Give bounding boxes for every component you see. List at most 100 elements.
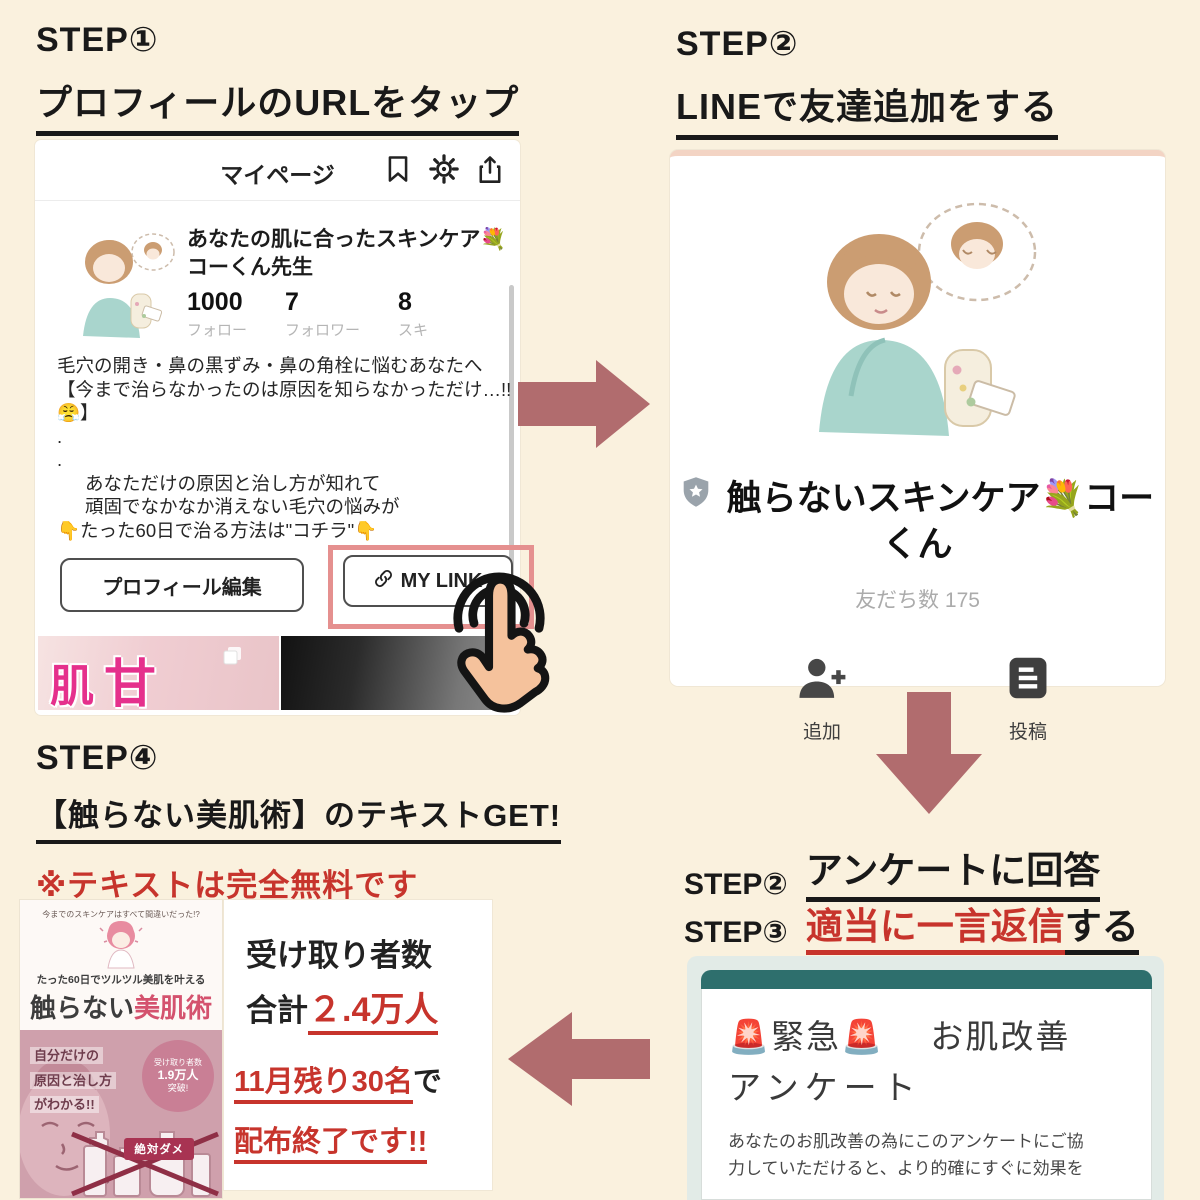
step2-title: LINEで友達追加をする [676, 78, 1059, 140]
scrollbar[interactable] [509, 285, 514, 585]
line-add-label: 追加 [802, 722, 841, 743]
profile-name-line1: あなたの肌に合ったスキンケア💐 [187, 228, 507, 251]
bio-line: . [57, 425, 63, 447]
bio-line: 頑固でなかなか消えない毛穴の悩みが [85, 496, 400, 517]
panel-line2-red: ２.4万人 [308, 991, 439, 1035]
profile-stats: 1000 フォロー 7 フォロワー 8 スキ [187, 288, 428, 340]
step3-title-red: 適当に一言返信 [805, 906, 1065, 955]
book-mini-illustration [96, 918, 146, 975]
stat-followers[interactable]: 7 フォロワー [285, 288, 360, 340]
step2-header: STEP② LINEで友達追加をする [676, 24, 1059, 140]
stat-follow-value: 1000 [187, 288, 243, 316]
step3-title-suffix: する [1064, 906, 1139, 955]
badge-line: 受け取り者数 [154, 1057, 202, 1067]
line-posts-button[interactable]: 投稿 [968, 654, 1088, 744]
profile-name: あなたの肌に合ったスキンケア💐 コーくん先生 [187, 226, 517, 283]
edit-profile-button[interactable]: プロフィール編集 [60, 558, 304, 612]
line-profile-name-text: 触らないスキンケア💐コーくん [726, 479, 1155, 564]
line-card: 触らないスキンケア💐コーくん 友だち数 175 追加 [670, 150, 1165, 743]
panel-line1: 受け取り者数 [246, 938, 432, 973]
stat-likes[interactable]: 8 スキ [398, 288, 428, 340]
step1-header: STEP① プロフィールのURLをタップ [36, 20, 520, 136]
step1-title: プロフィールのURLをタップ [36, 74, 520, 136]
person-add-icon [796, 654, 848, 707]
step2-label: STEP② [676, 25, 799, 63]
line-friends-count: 友だち数 175 [855, 589, 980, 612]
book-milestone-badge: 受け取り者数 1.9万人 突破! [142, 1040, 214, 1112]
stat-followers-label: フォロワー [285, 322, 361, 339]
stat-follow-label: フォロー [187, 322, 248, 339]
stat-followers-value: 7 [285, 288, 299, 316]
stacked-photos-icon [219, 644, 245, 675]
stat-likes-value: 8 [398, 288, 412, 316]
line-add-friend-button[interactable]: 追加 [762, 654, 882, 744]
book-title-pink: 美肌術 [134, 993, 213, 1023]
panel-line2: 合計２.4万人 [246, 982, 439, 1035]
survey-body-line2: 力していただけると、より的確にすぐに効果を [728, 1158, 1084, 1178]
step2b-label: STEP② [684, 868, 788, 901]
free-note: ※テキストは完全無料です [36, 868, 419, 903]
thumb-text: 甘 [104, 656, 157, 710]
line-posts-label: 投稿 [1008, 722, 1047, 743]
book-left-line: 自分だけの [30, 1047, 104, 1064]
step4-header: STEP④ 【触らない美肌術】のテキストGET! ※テキストは完全無料です [36, 738, 562, 905]
post-list-icon [1005, 654, 1051, 707]
bio-line: 😤】 [57, 402, 99, 423]
book-caption: 今までのスキンケアはすべて間違いだった!? [42, 910, 200, 919]
survey-screenshot: 🚨緊急🚨 お肌改善 アンケート あなたのお肌改善の為にこのアンケートにご協 力し… [687, 956, 1164, 1200]
survey-form-card: 🚨緊急🚨 お肌改善 アンケート あなたのお肌改善の為にこのアンケートにご協 力し… [701, 989, 1152, 1200]
survey-body-line1: あなたのお肌改善の為にこのアンケートにご協 [728, 1132, 1084, 1152]
line-profile-name: 触らないスキンケア💐コーくん [680, 474, 1155, 567]
mypage-title: マイページ [220, 162, 335, 188]
badge-line: 突破! [167, 1082, 189, 1093]
panel-line3: 11月残り30名で [234, 1058, 442, 1104]
bio-line: 【今まで治らなかったのは原因を知らなかっただけ…!! [57, 378, 512, 400]
bio-line: 毛穴の開き・鼻の黒ずみ・鼻の角栓に悩むあなたへ [57, 355, 483, 376]
book-left-line: がわかる!! [30, 1096, 99, 1114]
link-icon [374, 569, 393, 594]
panel-line4: 配布終了です!! [234, 1118, 428, 1164]
panel-line3-red: 11月残り30名 [234, 1066, 413, 1104]
step3-row: STEP③ 適当に一言返信する [684, 896, 1139, 955]
book-subtitle: たった60日でツルツル美肌を叶える [36, 974, 206, 986]
arrow-down [876, 692, 982, 814]
panel-line2-black: 合計 [246, 993, 308, 1028]
post-thumbnail-1[interactable]: 肌 甘 [38, 636, 279, 710]
book-cover: 今までのスキンケアはすべて間違いだった!? たった60日でツルツル美肌を叶える … [20, 900, 222, 1198]
step3-label: STEP③ [684, 916, 788, 949]
step2b-row: STEP② アンケートに回答 [684, 840, 1101, 902]
profile-avatar [71, 224, 176, 344]
survey-heading-line2: アンケート [728, 1069, 922, 1107]
stat-likes-label: スキ [398, 322, 429, 339]
panel-line4-red: 配布終了です!! [234, 1126, 428, 1164]
stat-follow[interactable]: 1000 フォロー [187, 288, 247, 340]
mypage-navbar: マイページ [35, 140, 520, 201]
gear-icon[interactable] [429, 154, 459, 184]
arrow-right [518, 360, 650, 448]
share-icon[interactable] [476, 154, 504, 184]
my-link-label: MY LINK [400, 569, 483, 592]
mypage-card: マイページ [35, 140, 534, 715]
badge-line: 1.9万人 [157, 1067, 199, 1082]
book-title-dark: 触らない [29, 993, 134, 1023]
book-left-line: 原因と治し方 [30, 1071, 117, 1089]
bio-line: あなただけの原因と治し方が知れて [85, 472, 381, 494]
arrow-left [508, 1012, 650, 1106]
survey-heading: 🚨緊急🚨 お肌改善 アンケート [728, 1011, 1125, 1113]
bio-line: . [57, 449, 63, 470]
panel-line3-suffix: で [412, 1066, 442, 1098]
dame-badge: 絶対ダメ [124, 1138, 194, 1160]
survey-heading-line1: 🚨緊急🚨 お肌改善 [728, 1018, 1071, 1055]
book-bottom-section: 自分だけの 原因と治し方 がわかる!! 受け取り者数 1.9万人 突破! [20, 1030, 222, 1198]
book-title: 触らない美肌術 [20, 988, 222, 1025]
step4-title: 【触らない美肌術】のテキストGET! [36, 790, 562, 844]
bookmark-icon[interactable] [384, 154, 412, 184]
profile-name-line2: コーくん先生 [187, 256, 313, 280]
recipient-info-panel: 受け取り者数 合計２.4万人 11月残り30名で 配布終了です!! [224, 900, 492, 1190]
step1-label: STEP① [36, 21, 159, 59]
thumb-text: 肌 [50, 662, 94, 710]
tap-hand-icon [424, 548, 574, 721]
profile-bio: 毛穴の開き・鼻の黒ずみ・鼻の角栓に悩むあなたへ 【今まで治らなかったのは原因を知… [57, 354, 512, 542]
survey-body: あなたのお肌改善の為にこのアンケートにご協 力していただけると、より的確にすぐに… [728, 1129, 1125, 1182]
